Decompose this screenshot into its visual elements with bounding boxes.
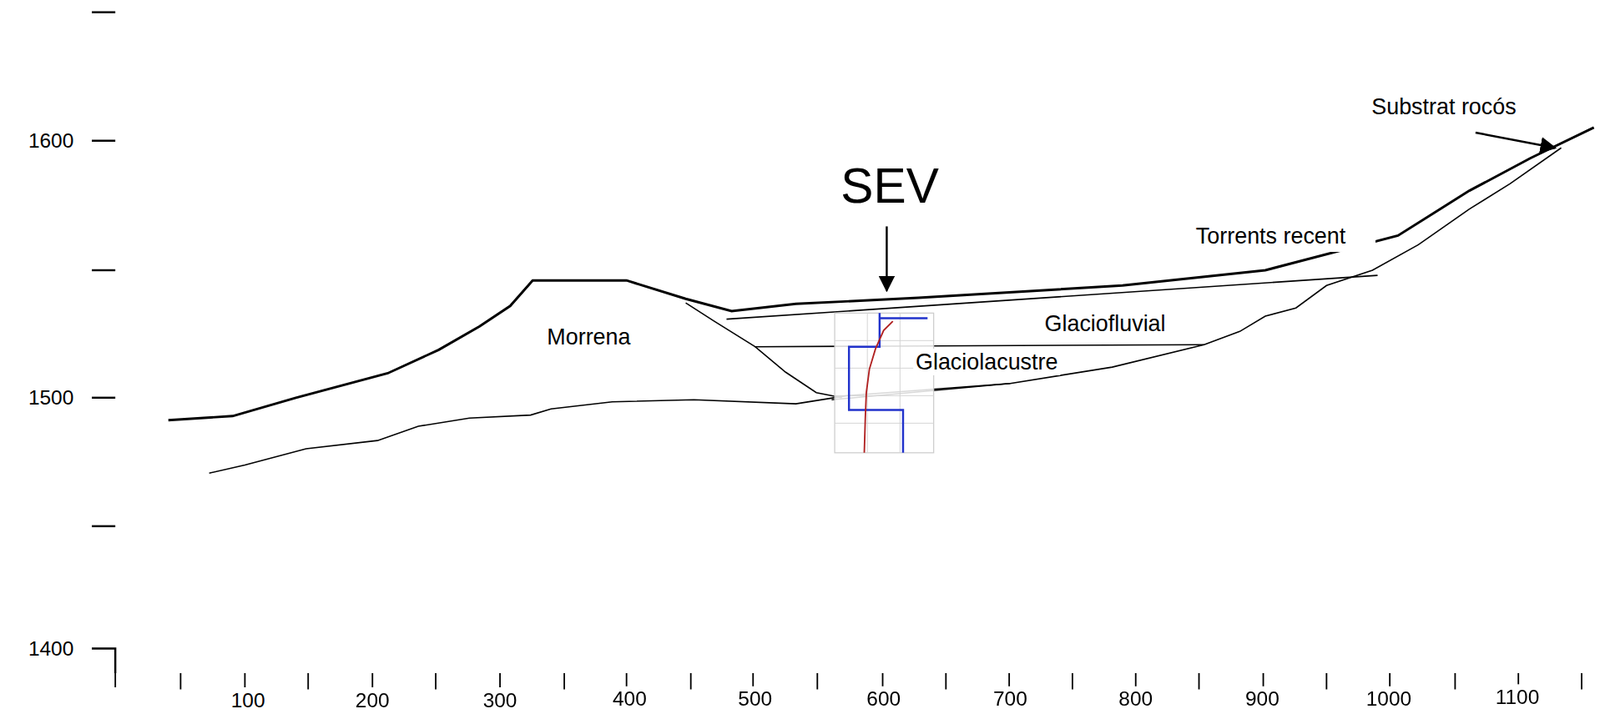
tick-mark: [1262, 673, 1265, 688]
unit-label: Torrents recent: [1196, 220, 1376, 253]
tick-mark: [563, 673, 566, 691]
bedrock-contact: [209, 147, 1562, 474]
axis-number: 900: [1242, 686, 1282, 712]
axis-number: 1500: [25, 385, 76, 410]
tick-mark: [944, 673, 947, 691]
tick-mark: [1388, 673, 1391, 688]
tick-mark: [1453, 673, 1456, 691]
tick-mark: [816, 673, 818, 691]
y-ticks: [91, 12, 116, 674]
tick-mark: [690, 673, 692, 691]
axis-number: 1100: [1493, 684, 1541, 709]
tick-mark: [1071, 673, 1074, 691]
leader-arrow: [1475, 132, 1555, 148]
axis-number: 100: [228, 688, 268, 713]
glaciofluvial-base: [755, 344, 1205, 347]
unit-label: Substrat rocós: [1369, 93, 1519, 121]
sev-arrow: [885, 226, 888, 291]
unit-label: Glaciofluvial: [1042, 311, 1168, 339]
tick-mark: [434, 673, 437, 691]
x-ticks: [115, 673, 1582, 691]
survey-label: SEV: [838, 157, 941, 217]
tick-mark: [307, 673, 309, 691]
axis-number: 1400: [25, 636, 76, 662]
axis-number: 200: [353, 688, 392, 713]
tick-mark: [1198, 673, 1201, 691]
axis-number: 1000: [1363, 686, 1414, 712]
tick-mark: [1008, 673, 1010, 688]
axis-number: 700: [991, 686, 1030, 712]
tick-mark: [1325, 673, 1328, 691]
tick-mark: [371, 673, 374, 688]
axis-number: 1600: [25, 128, 76, 153]
tick-mark: [114, 673, 117, 688]
axis-number: 800: [1116, 686, 1156, 712]
tick-mark: [882, 673, 884, 688]
tick-mark: [179, 673, 182, 691]
axis-number: 600: [864, 686, 904, 712]
axis-number: 400: [610, 686, 649, 712]
tick-mark: [1135, 673, 1137, 688]
tick-mark: [499, 673, 501, 688]
tick-mark: [1580, 673, 1583, 691]
tick-mark: [625, 673, 628, 688]
tick-mark: [244, 673, 247, 688]
axis-number: 500: [736, 686, 775, 712]
unit-label: Glaciolacustre: [913, 348, 1060, 376]
axis-number: 300: [480, 688, 520, 713]
tick-mark: [752, 673, 754, 688]
sev-inset: [834, 312, 934, 453]
unit-label: Morrena: [545, 324, 633, 352]
